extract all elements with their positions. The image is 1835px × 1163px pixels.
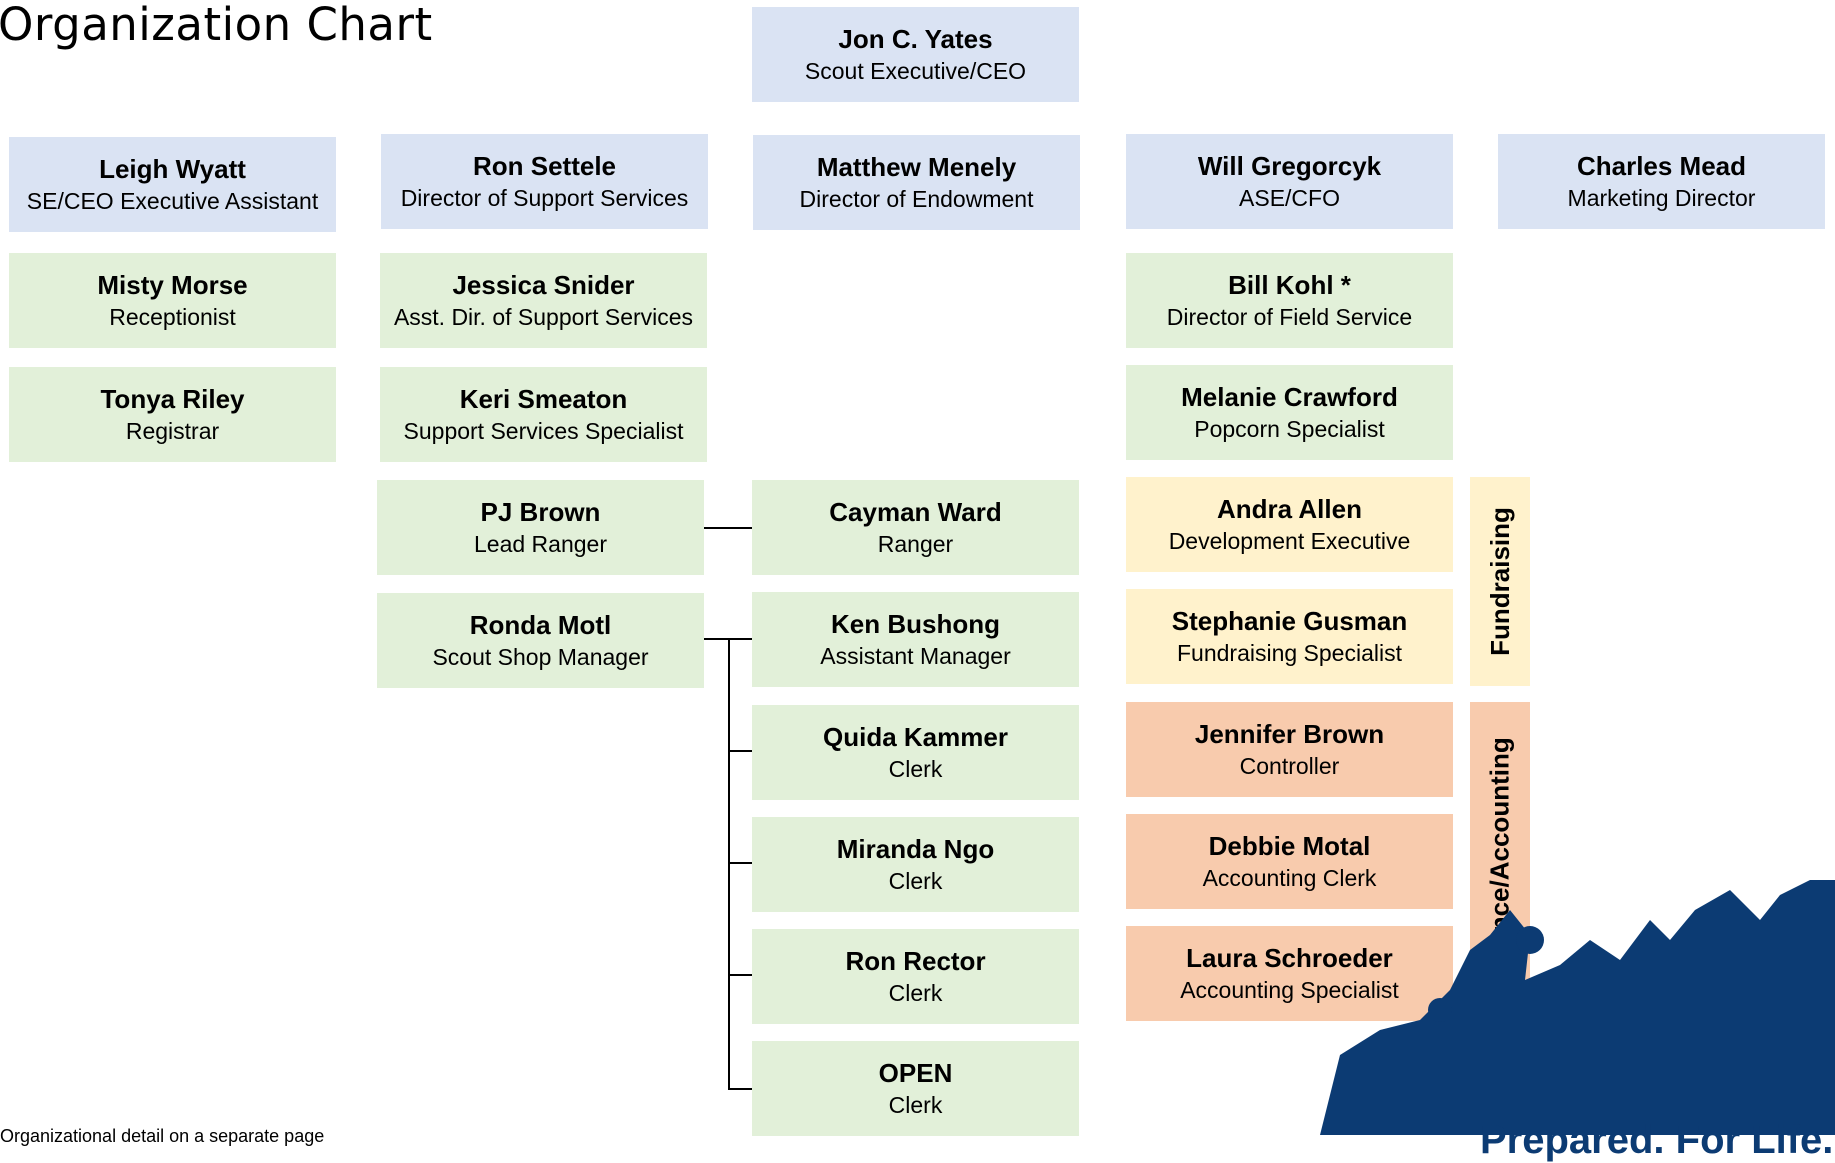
person-role: Support Services Specialist <box>403 418 684 444</box>
person-name: Melanie Crawford <box>1181 382 1398 412</box>
person-name: Quida Kammer <box>823 722 1008 752</box>
org-box-staff[interactable]: Miranda Ngo Clerk <box>752 817 1079 912</box>
person-name: PJ Brown <box>480 497 601 527</box>
person-name: OPEN <box>878 1058 953 1088</box>
org-box-staff[interactable]: Keri Smeaton Support Services Specialist <box>380 367 707 462</box>
person-name: Ronda Motl <box>469 610 612 640</box>
org-box-fundraising[interactable]: Andra Allen Development Executive <box>1126 477 1453 572</box>
person-role: Clerk <box>888 980 943 1006</box>
person-role: Clerk <box>888 756 943 782</box>
person-name: Matthew Menely <box>816 152 1017 182</box>
page-title: Organization Chart <box>0 0 433 51</box>
person-role: Director of Support Services <box>400 185 689 211</box>
person-name: Cayman Ward <box>829 497 1002 527</box>
person-role: Development Executive <box>1168 528 1411 554</box>
person-role: Clerk <box>888 868 943 894</box>
org-box-fundraising[interactable]: Stephanie Gusman Fundraising Specialist <box>1126 589 1453 684</box>
person-role: Lead Ranger <box>474 531 607 557</box>
person-name: Leigh Wyatt <box>99 154 246 184</box>
person-role: Registrar <box>125 418 220 444</box>
org-box-staff[interactable]: Ron Rector Clerk <box>752 929 1079 1024</box>
org-box-director[interactable]: Will Gregorcyk ASE/CFO <box>1126 134 1453 229</box>
person-name: Bill Kohl * <box>1228 270 1351 300</box>
org-box-staff[interactable]: PJ Brown Lead Ranger <box>377 480 704 575</box>
person-name: Misty Morse <box>97 270 248 300</box>
person-name: Charles Mead <box>1576 151 1747 181</box>
person-role: ASE/CFO <box>1239 185 1340 211</box>
org-box-staff[interactable]: Misty Morse Receptionist <box>9 253 336 348</box>
climber-head-icon <box>1516 926 1544 954</box>
person-name: Miranda Ngo <box>836 834 995 864</box>
group-label-fundraising: Fundraising <box>1470 477 1530 686</box>
person-role: Assistant Manager <box>820 643 1011 669</box>
org-box-staff[interactable]: Cayman Ward Ranger <box>752 480 1079 575</box>
org-box-finance[interactable]: Debbie Motal Accounting Clerk <box>1126 814 1453 909</box>
connector-line <box>728 638 730 1090</box>
person-role: Scout Executive/CEO <box>804 58 1027 84</box>
org-box-finance[interactable]: Jennifer Brown Controller <box>1126 702 1453 797</box>
person-role: Fundraising Specialist <box>1176 640 1402 666</box>
org-box-staff[interactable]: OPEN Clerk <box>752 1041 1079 1136</box>
mountain-shape <box>1320 880 1835 1135</box>
person-name: Debbie Motal <box>1208 831 1371 861</box>
person-role: Accounting Specialist <box>1180 977 1399 1003</box>
person-name: Andra Allen <box>1217 494 1362 524</box>
person-role: Marketing Director <box>1567 185 1756 211</box>
person-role: Popcorn Specialist <box>1194 416 1385 442</box>
person-role: Ranger <box>877 531 954 557</box>
person-name: Jessica Snider <box>452 270 635 300</box>
person-role: Receptionist <box>109 304 236 330</box>
tagline: Prepared. For Life. <box>1480 1118 1834 1162</box>
org-box-staff[interactable]: Tonya Riley Registrar <box>9 367 336 462</box>
person-role: SE/CEO Executive Assistant <box>26 188 319 214</box>
scouts-mountain-graphic <box>1320 880 1835 1135</box>
org-box-staff[interactable]: Ken Bushong Assistant Manager <box>752 592 1079 687</box>
person-role: Asst. Dir. of Support Services <box>393 304 694 330</box>
person-role: Director of Field Service <box>1166 304 1413 330</box>
org-box-staff[interactable]: Quida Kammer Clerk <box>752 705 1079 800</box>
org-box-director[interactable]: Matthew Menely Director of Endowment <box>753 135 1080 230</box>
org-box-staff[interactable]: Bill Kohl * Director of Field Service <box>1126 253 1453 348</box>
person-name: Laura Schroeder <box>1186 943 1393 973</box>
org-box-director[interactable]: Charles Mead Marketing Director <box>1498 134 1825 229</box>
person-name: Ken Bushong <box>831 609 1000 639</box>
person-name: Ron Rector <box>845 946 986 976</box>
org-box-finance[interactable]: Laura Schroeder Accounting Specialist <box>1126 926 1453 1021</box>
person-name: Stephanie Gusman <box>1171 606 1408 636</box>
person-role: Controller <box>1239 753 1340 779</box>
org-box-staff[interactable]: Jessica Snider Asst. Dir. of Support Ser… <box>380 253 707 348</box>
footnote: Organizational detail on a separate page <box>0 1126 325 1146</box>
person-name: Will Gregorcyk <box>1197 151 1382 181</box>
person-name: Tonya Riley <box>100 384 245 414</box>
person-name: Jon C. Yates <box>838 24 993 54</box>
connector-line <box>728 1088 752 1090</box>
person-role: Accounting Clerk <box>1202 865 1377 891</box>
org-box-ceo[interactable]: Jon C. Yates Scout Executive/CEO <box>752 7 1079 102</box>
connector-line <box>728 862 752 864</box>
org-box-staff[interactable]: Ronda Motl Scout Shop Manager <box>377 593 704 688</box>
person-name: Ron Settele <box>472 151 617 181</box>
person-name: Jennifer Brown <box>1194 719 1385 749</box>
org-box-director[interactable]: Leigh Wyatt SE/CEO Executive Assistant <box>9 137 336 232</box>
person-name: Keri Smeaton <box>459 384 628 414</box>
person-role: Director of Endowment <box>799 186 1034 212</box>
person-role: Clerk <box>888 1092 943 1118</box>
org-box-staff[interactable]: Melanie Crawford Popcorn Specialist <box>1126 365 1453 460</box>
climber-head-icon <box>1428 998 1452 1022</box>
connector-line <box>728 974 752 976</box>
person-role: Scout Shop Manager <box>432 644 649 670</box>
connector-line <box>728 750 752 752</box>
org-box-director[interactable]: Ron Settele Director of Support Services <box>381 134 708 229</box>
connector-line <box>704 527 752 529</box>
group-label-text: Fundraising <box>1484 507 1515 656</box>
